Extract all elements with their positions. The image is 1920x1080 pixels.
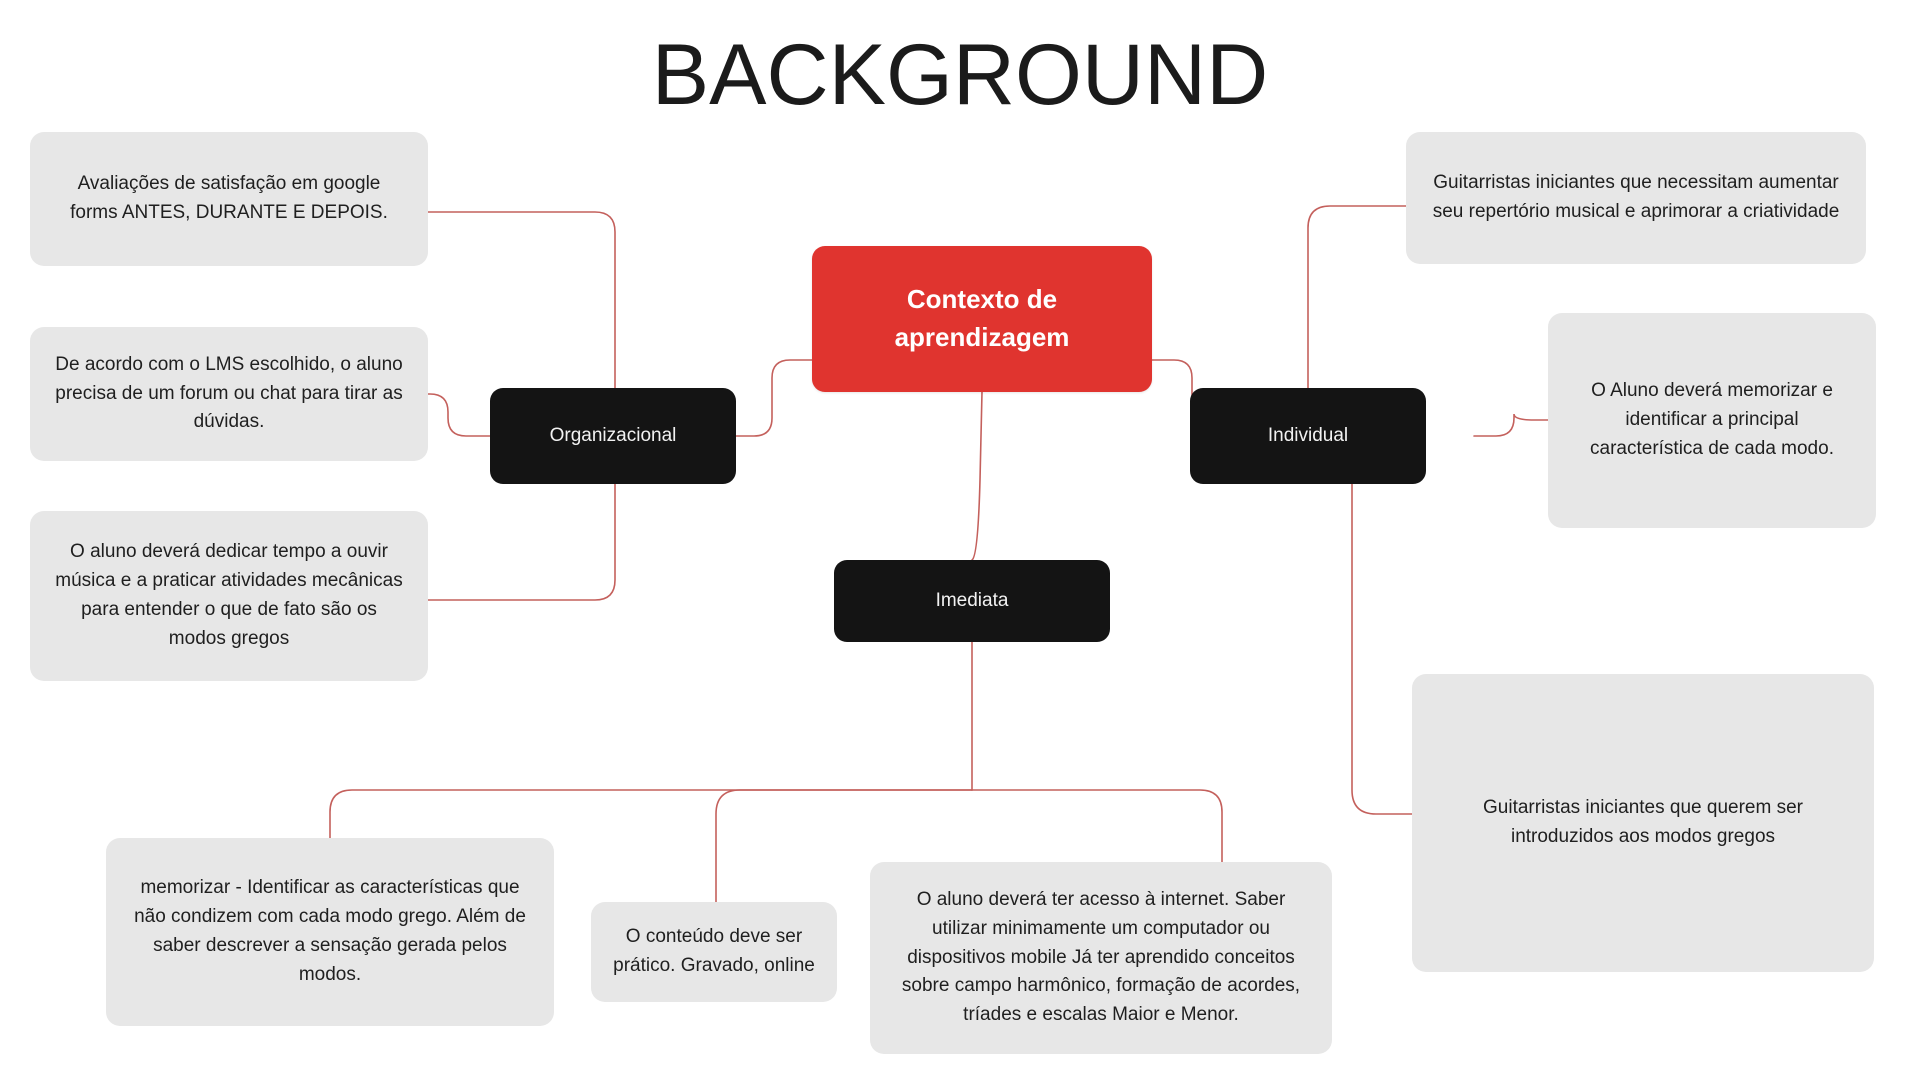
leaf-card-text: Guitarristas iniciantes que necessitam a… (1432, 172, 1840, 222)
leaf-card-internet[interactable]: O aluno deverá ter acesso à internet. Sa… (870, 862, 1332, 1054)
leaf-card-caracteristicas[interactable]: memorizar - Identificar as característic… (106, 838, 554, 1026)
branch-node-label: Imediata (935, 589, 1009, 611)
leaf-card-dedicar-tempo[interactable]: O aluno deverá dedicar tempo a ouvir mús… (30, 511, 428, 681)
page-title: BACKGROUND (651, 27, 1269, 123)
leaf-card-text: Guitarristas iniciantes que querem ser i… (1483, 797, 1803, 847)
branch-node-label: Organizacional (549, 424, 677, 446)
leaf-card-text: Avaliações de satisfação em google forms… (70, 173, 388, 223)
connector-individual-introduzidos (1351, 481, 1413, 815)
leaf-card-text: O aluno deverá dedicar tempo a ouvir mús… (55, 541, 403, 649)
leaf-card-text: O aluno deverá ter acesso à internet. Sa… (901, 888, 1301, 1026)
leaf-card-conteudo-pratico[interactable]: O conteúdo deve ser prático. Gravado, on… (591, 902, 837, 1002)
branch-node-individual[interactable]: Individual (1190, 388, 1426, 484)
leaf-card-text: memorizar - Identificar as característic… (134, 877, 526, 985)
branch-node-label: Individual (1267, 424, 1349, 446)
leaf-card-text: De acordo com o LMS escolhido, o aluno p… (55, 353, 403, 433)
leaf-card-repertorio[interactable]: Guitarristas iniciantes que necessitam a… (1406, 132, 1866, 264)
root-node-label: Contexto de aprendizagem (894, 284, 1070, 352)
leaf-card-text: O Aluno deverá memorizar e identificar a… (1590, 380, 1834, 459)
branch-node-imediata[interactable]: Imediata (834, 560, 1110, 642)
leaf-card-avaliacoes[interactable]: Avaliações de satisfação em google forms… (30, 132, 428, 266)
connector-imediata-internet (971, 789, 1223, 863)
leaf-card-memorizar-modo[interactable]: O Aluno deverá memorizar e identificar a… (1548, 313, 1876, 528)
leaf-card-lms[interactable]: De acordo com o LMS escolhido, o aluno p… (30, 327, 428, 461)
root-node-contexto-de-aprendizagem[interactable]: Contexto de aprendizagem (812, 246, 1152, 392)
connector-imediata-caracteristicas (329, 789, 973, 839)
connector-organizacional-lms (427, 393, 491, 437)
connector-root-imediata (971, 391, 983, 561)
connector-root-organizacional (735, 359, 813, 437)
leaf-card-text: O conteúdo deve ser prático. Gravado, on… (613, 926, 815, 976)
leaf-card-introduzidos[interactable]: Guitarristas iniciantes que querem ser i… (1412, 674, 1874, 972)
connector-individual-memorizar (1473, 413, 1549, 437)
branch-node-organizacional[interactable]: Organizacional (490, 388, 736, 484)
